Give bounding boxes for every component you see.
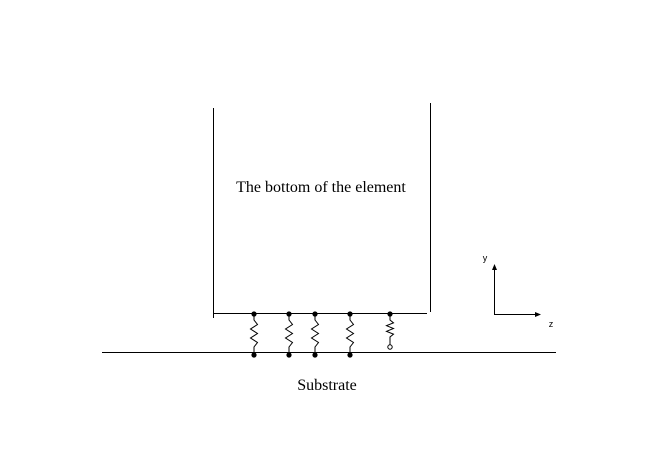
spring-coil	[310, 314, 320, 355]
y-axis-arrowhead	[492, 264, 497, 270]
element-outline	[213, 103, 431, 318]
spring-3	[310, 311, 320, 358]
substrate-label: Substrate	[297, 377, 357, 394]
spring-1	[249, 311, 259, 358]
z-axis-label: z	[549, 319, 554, 329]
element-label: The bottom of the element	[236, 179, 406, 196]
spring-2	[284, 311, 294, 358]
springs-group	[249, 311, 395, 358]
z-axis-arrowhead	[535, 312, 541, 317]
spring-bottom-node	[286, 352, 292, 358]
spring-coil	[345, 314, 355, 355]
spring-coil	[249, 314, 259, 355]
spring-free-end	[387, 344, 393, 350]
spring-bottom-node	[251, 352, 257, 358]
y-axis-label: y	[483, 253, 488, 263]
spring-5	[385, 311, 395, 350]
coordinate-axes: y z	[483, 253, 554, 329]
spring-coil	[284, 314, 294, 355]
spring-bottom-node	[312, 352, 318, 358]
spring-bottom-node	[347, 352, 353, 358]
spring-coil	[385, 314, 395, 345]
spring-4	[345, 311, 355, 358]
